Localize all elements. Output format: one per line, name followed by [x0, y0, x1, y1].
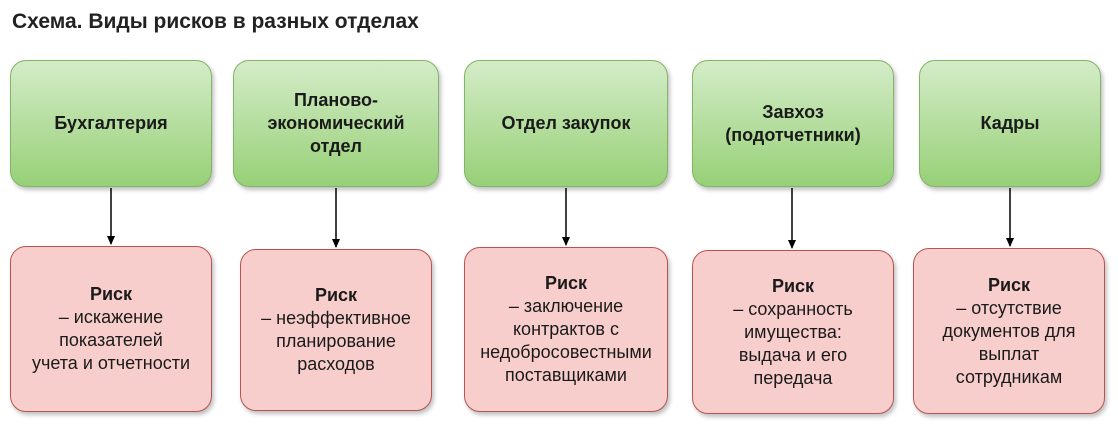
risk-box-accounting: Риск – искажение показателей учета и отч…: [10, 246, 212, 412]
risk-text: – сохранность имущества: выдача и его пе…: [733, 298, 853, 388]
diagram-title: Схема. Виды рисков в разных отделах: [12, 10, 419, 33]
risk-box-hr: Риск – отсутствие документов для выплат …: [913, 248, 1105, 414]
dept-box-accounting: Бухгалтерия: [10, 60, 212, 187]
dept-name: Планово- экономический отдел: [267, 90, 405, 156]
dept-name: Отдел закупок: [501, 113, 631, 133]
risk-box-supply: Риск – сохранность имущества: выдача и е…: [692, 250, 894, 414]
risk-box-planning: Риск – неэффективное планирование расход…: [240, 249, 432, 411]
dept-name: Кадры: [980, 113, 1040, 133]
dept-box-procurement: Отдел закупок: [464, 60, 668, 187]
risk-box-procurement: Риск – заключение контрактов с недобросо…: [464, 247, 668, 412]
dept-name: Бухгалтерия: [54, 113, 168, 133]
dept-box-supply: Завхоз (подотчетники): [692, 60, 894, 187]
risk-title: Риск: [987, 274, 1031, 295]
dept-box-planning: Планово- экономический отдел: [233, 60, 439, 187]
risk-text: – заключение контрактов с недобросовестн…: [480, 296, 652, 385]
risk-text: – отсутствие документов для выплат сотру…: [942, 297, 1076, 387]
risk-text: – искажение показателей учета и отчетнос…: [31, 307, 191, 373]
risk-title: Риск: [544, 273, 588, 293]
risk-title: Риск: [314, 285, 358, 305]
risk-title: Риск: [89, 284, 133, 304]
dept-name: Завхоз (подотчетники): [725, 101, 861, 145]
risk-text: – неэффективное планирование расходов: [261, 308, 411, 374]
risk-title: Риск: [771, 275, 815, 296]
dept-box-hr: Кадры: [919, 60, 1101, 187]
